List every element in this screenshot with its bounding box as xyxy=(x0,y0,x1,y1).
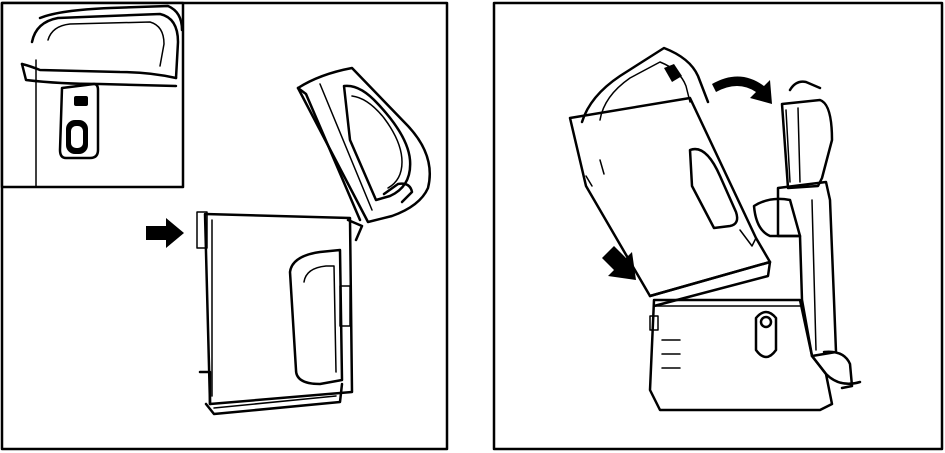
bin-tilted-handle-inner xyxy=(599,61,691,121)
base-right-clip xyxy=(649,315,659,331)
bin-tilted-handle xyxy=(580,46,710,124)
lid-handle-opening xyxy=(342,84,412,202)
base-right-body xyxy=(648,298,834,412)
base-handle-recess xyxy=(288,248,344,386)
upright-wheel xyxy=(822,350,854,390)
base-side-tab xyxy=(339,285,351,327)
base-front-lip xyxy=(198,370,212,406)
upright-wheel-arm xyxy=(810,354,862,385)
upright-foot-ledge xyxy=(752,197,802,238)
panel-left xyxy=(0,1,449,451)
lid-grip-button xyxy=(382,182,414,204)
lid-rim xyxy=(296,86,362,222)
base-top-hinge xyxy=(346,218,364,242)
base-right-release-knob xyxy=(759,315,773,329)
panel-left-frame xyxy=(0,1,449,451)
lid-handle-inner xyxy=(351,95,403,189)
vacuum-base-right xyxy=(648,298,834,412)
inset-handle-top xyxy=(38,4,184,32)
base-rear-clip xyxy=(196,211,208,249)
vacuum-handle-lid xyxy=(296,66,432,224)
release-latch-icon xyxy=(58,82,100,160)
inset-rim xyxy=(20,62,178,80)
bin-tilted-side-tab xyxy=(739,229,757,247)
base-body xyxy=(203,212,354,406)
base-right-vents xyxy=(661,339,681,369)
arrow-down-right-icon xyxy=(602,246,636,280)
vacuum-base xyxy=(196,211,364,416)
latch-detail-inset xyxy=(0,1,185,189)
bin-tilted-clips xyxy=(585,159,605,187)
base-bottom xyxy=(204,382,344,416)
panel-right-frame xyxy=(492,1,944,451)
vacuum-upright xyxy=(752,80,862,390)
inset-handle-inner xyxy=(47,21,165,67)
base-right-release-button xyxy=(754,310,778,359)
base-recess-inner xyxy=(303,265,337,373)
lid-outer xyxy=(296,66,432,224)
arrow-right-icon xyxy=(146,218,184,248)
upright-column-edge xyxy=(811,199,817,351)
bin-tilted-window xyxy=(688,147,739,230)
upright-neck-ribs xyxy=(785,107,801,183)
upright-cable xyxy=(788,80,822,92)
inset-handle-body xyxy=(30,12,180,80)
inset-rim-lower xyxy=(20,62,178,88)
base-bottom-rim xyxy=(213,395,337,409)
vacuum-bin-tilted xyxy=(568,46,772,308)
bin-tilted-bottom-rim xyxy=(648,260,772,308)
panel-right xyxy=(492,1,944,451)
bin-tilted-power-button xyxy=(664,64,682,82)
lid-side-edge xyxy=(319,83,373,211)
curved-arrow-icon xyxy=(712,76,772,104)
bin-tilted-body xyxy=(568,96,772,298)
